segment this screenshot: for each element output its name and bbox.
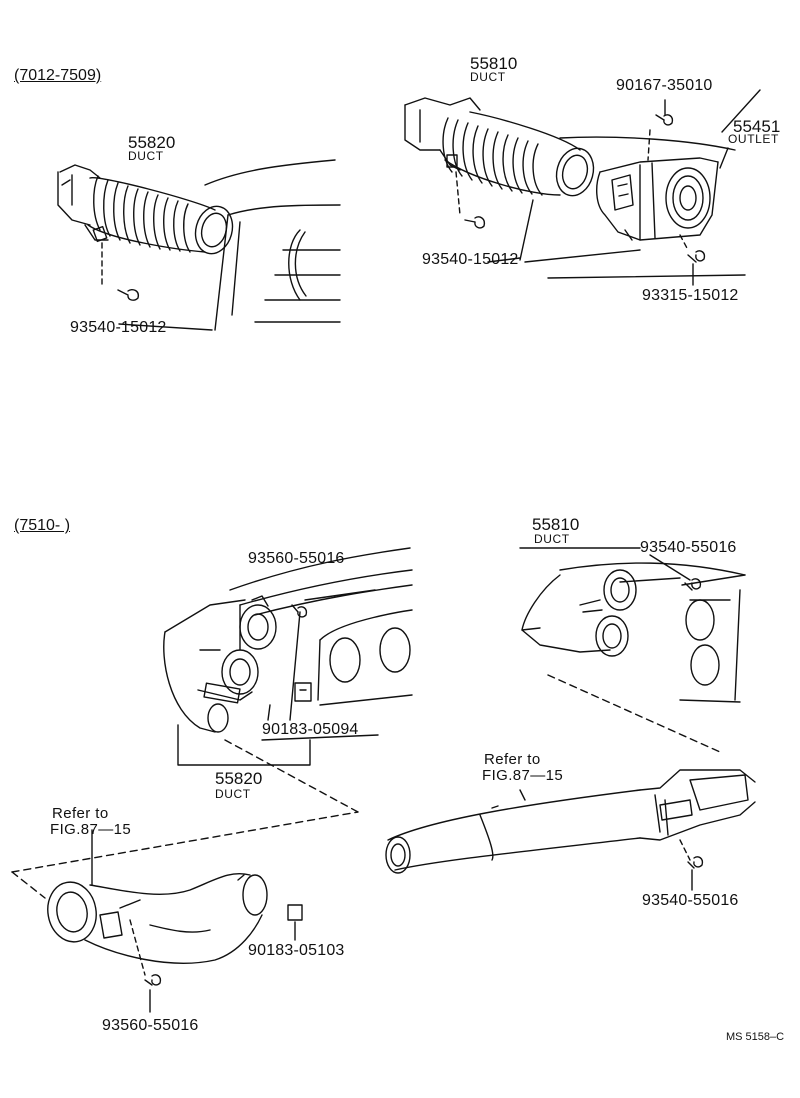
part-number-label: 55451 (733, 117, 781, 136)
part-number-label: 55820 (128, 133, 176, 152)
section-range-bottom: (7510- ) (14, 517, 71, 534)
part-name-label: DUCT (215, 787, 251, 801)
section-range-top: (7012-7509) (14, 67, 102, 84)
top-left-dashboard (204, 159, 341, 331)
part-number-label: 93315-15012 (642, 287, 739, 304)
part-number-label: 93540-15012 (422, 251, 519, 268)
reference-label: FIG.87—15 (482, 767, 564, 784)
reference-label: Refer to (52, 805, 109, 822)
part-number-label: 90183-05103 (248, 942, 345, 959)
part-number-label: 55810 (470, 54, 518, 73)
bottom-left-duct-55820 (163, 589, 379, 766)
part-name-label: DUCT (470, 70, 506, 84)
top-right-outlet-55451 (596, 89, 761, 286)
part-number-label: 93560-55016 (248, 550, 345, 567)
bottom-left-dashboard (229, 547, 413, 721)
bottom-right-lower-duct (385, 769, 756, 891)
bottom-left-lower-duct (11, 739, 359, 1013)
top-right-duct-55810 (404, 97, 595, 263)
part-number-label: 93540-15012 (70, 319, 167, 336)
part-number-label: 90183-05094 (262, 721, 359, 738)
part-number-label: 55820 (215, 769, 263, 788)
drawing-code: MS 5158–C (726, 1031, 785, 1043)
part-number-label: 93540-55016 (640, 539, 737, 556)
part-number-label: 93540-55016 (642, 892, 739, 909)
part-number-label: 55810 (532, 515, 580, 534)
bottom-right-duct-55810 (519, 547, 721, 753)
top-right-dashboard (519, 136, 746, 279)
reference-label: Refer to (484, 751, 541, 768)
top-left-duct-55820 (57, 164, 234, 331)
bottom-right-dashboard (559, 562, 746, 703)
part-number-label: 90167-35010 (616, 77, 713, 94)
part-name-label: DUCT (128, 149, 164, 163)
part-name-label: OUTLET (728, 132, 779, 146)
reference-label: FIG.87—15 (50, 821, 132, 838)
part-number-label: 93560-55016 (102, 1017, 199, 1034)
part-name-label: DUCT (534, 532, 570, 546)
